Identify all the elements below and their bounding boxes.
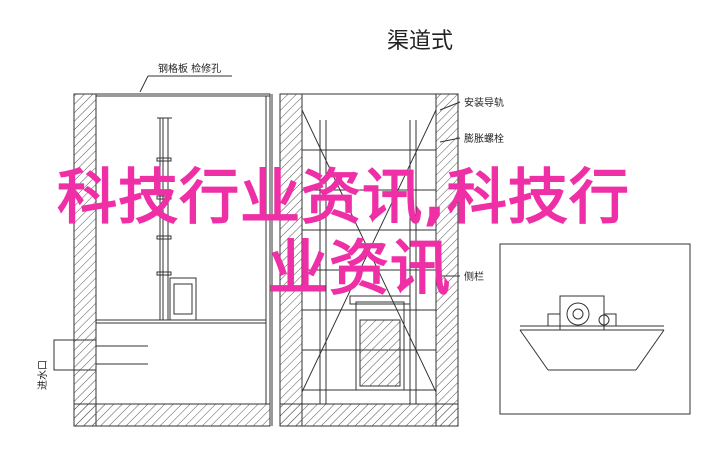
label-steel-plate: 钢格板 检修孔	[158, 62, 221, 75]
left-section-drawing	[53, 75, 271, 427]
middle-section-drawing	[279, 93, 461, 427]
label-expansion-bolt: 膨胀螺栓	[464, 132, 504, 145]
label-guide-rail: 安装导轨	[464, 96, 504, 109]
label-side-rail: 侧栏	[464, 270, 484, 283]
overlay-watermark-line-2: 业资讯	[268, 234, 451, 304]
right-plan-drawing	[499, 243, 691, 415]
label-inlet: 进水口	[37, 360, 49, 390]
overlay-watermark-line-1: 科技行业资讯,科技行	[57, 163, 630, 233]
diagram-title: 渠道式	[387, 29, 453, 54]
